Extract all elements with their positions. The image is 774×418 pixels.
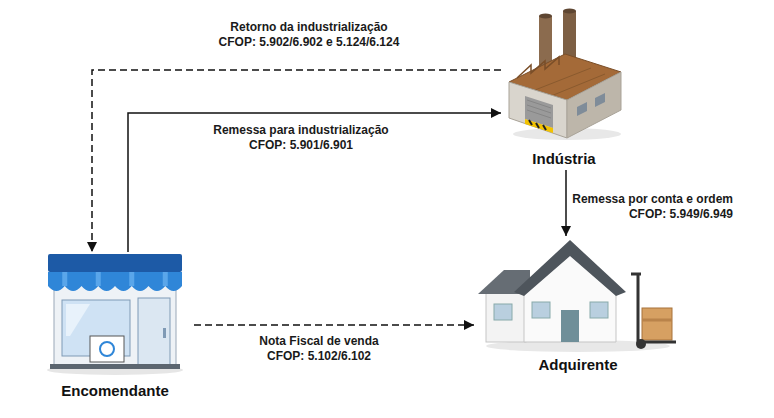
solid-arrow bbox=[128, 113, 501, 252]
label-anchor: Nota Fiscal de venda CFOP: 5.102/6.102 bbox=[256, 334, 382, 364]
cfop-label: Remessa por conta e ordem CFOP: 5.949/6.… bbox=[567, 192, 734, 222]
cfop-label: Retorno da industrialização CFOP: 5.902/… bbox=[216, 20, 403, 50]
house-illustration bbox=[478, 236, 678, 354]
cfop-label: Nota Fiscal de venda CFOP: 5.102/6.102 bbox=[256, 334, 382, 364]
node-label: Adquirente bbox=[474, 356, 682, 374]
house-node: Adquirente bbox=[474, 236, 682, 376]
label-anchor: Retorno da industrialização CFOP: 5.902/… bbox=[216, 20, 403, 50]
factory-node: Indústria bbox=[501, 8, 627, 170]
node-label: Encomendante bbox=[36, 382, 194, 400]
shop-illustration bbox=[40, 252, 190, 384]
label-anchor: Remessa para industrialização CFOP: 5.90… bbox=[210, 123, 392, 153]
label-anchor: Remessa por conta e ordem CFOP: 5.949/6.… bbox=[567, 192, 734, 222]
dashed-arrow bbox=[92, 70, 501, 252]
factory-illustration bbox=[505, 8, 623, 148]
node-label: Indústria bbox=[501, 150, 627, 168]
cfop-label: Remessa para industrialização CFOP: 5.90… bbox=[210, 123, 392, 153]
dashed-arrow bbox=[194, 324, 474, 326]
shop-node: Encomendante bbox=[36, 252, 194, 402]
